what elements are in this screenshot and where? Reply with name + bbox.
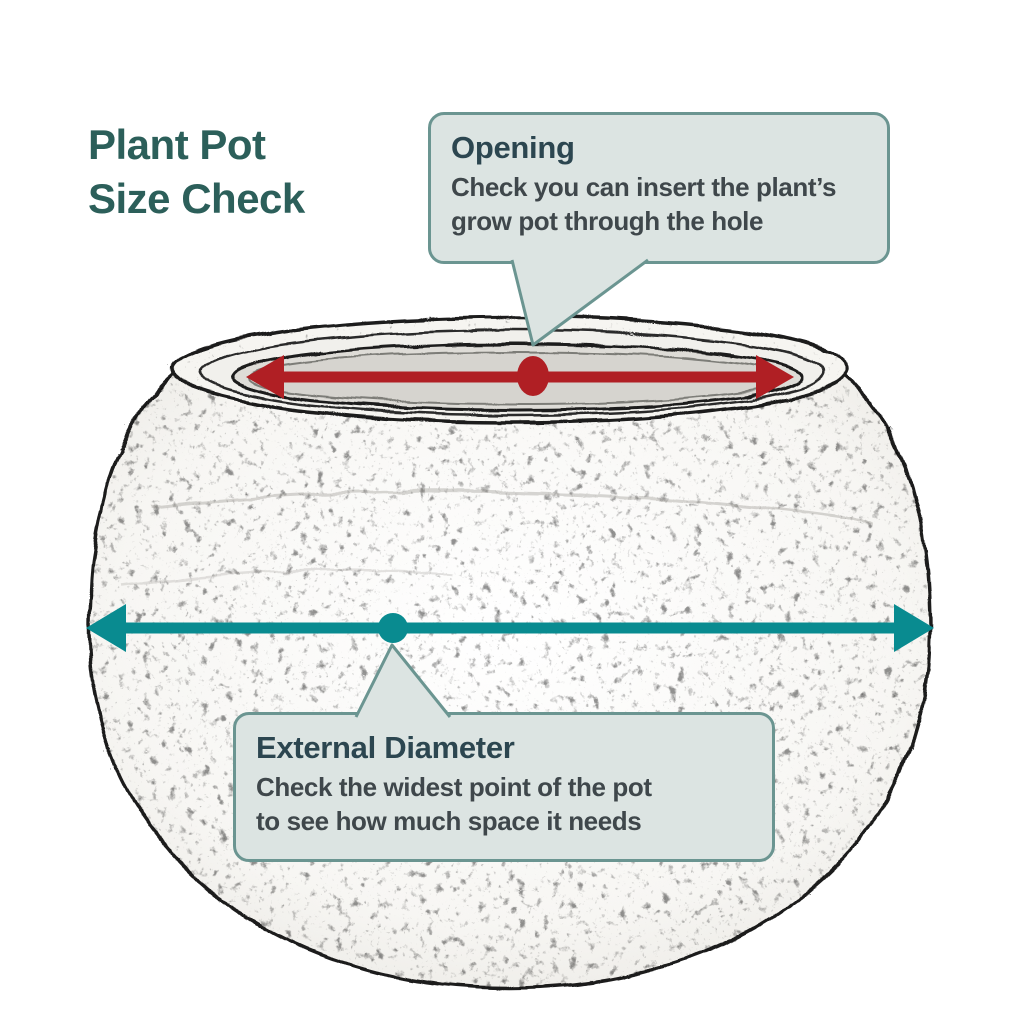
sketch-arc-mid [119,566,451,587]
opening-callout-body-line1: Check you can insert the plant’s [451,172,837,202]
pot-opening-shadow [246,349,784,403]
sketch-arc-upper [149,488,873,522]
page-title-line2: Size Check [88,175,305,222]
page-title: Plant Pot Size Check [88,118,305,226]
opening-callout-heading: Opening [451,130,575,165]
external-diameter-callout-body-line1: Check the widest point of the pot [256,772,652,802]
external-diameter-callout-body-line2: to see how much space it needs [256,806,642,836]
opening-callout-body-line2: grow pot through the hole [451,206,764,236]
external-diameter-callout: External Diameter Check the widest point… [233,712,775,862]
opening-callout: Opening Check you can insert the plant’s… [428,112,890,264]
page-title-line1: Plant Pot [88,121,266,168]
external-diameter-callout-heading: External Diameter [256,730,515,765]
